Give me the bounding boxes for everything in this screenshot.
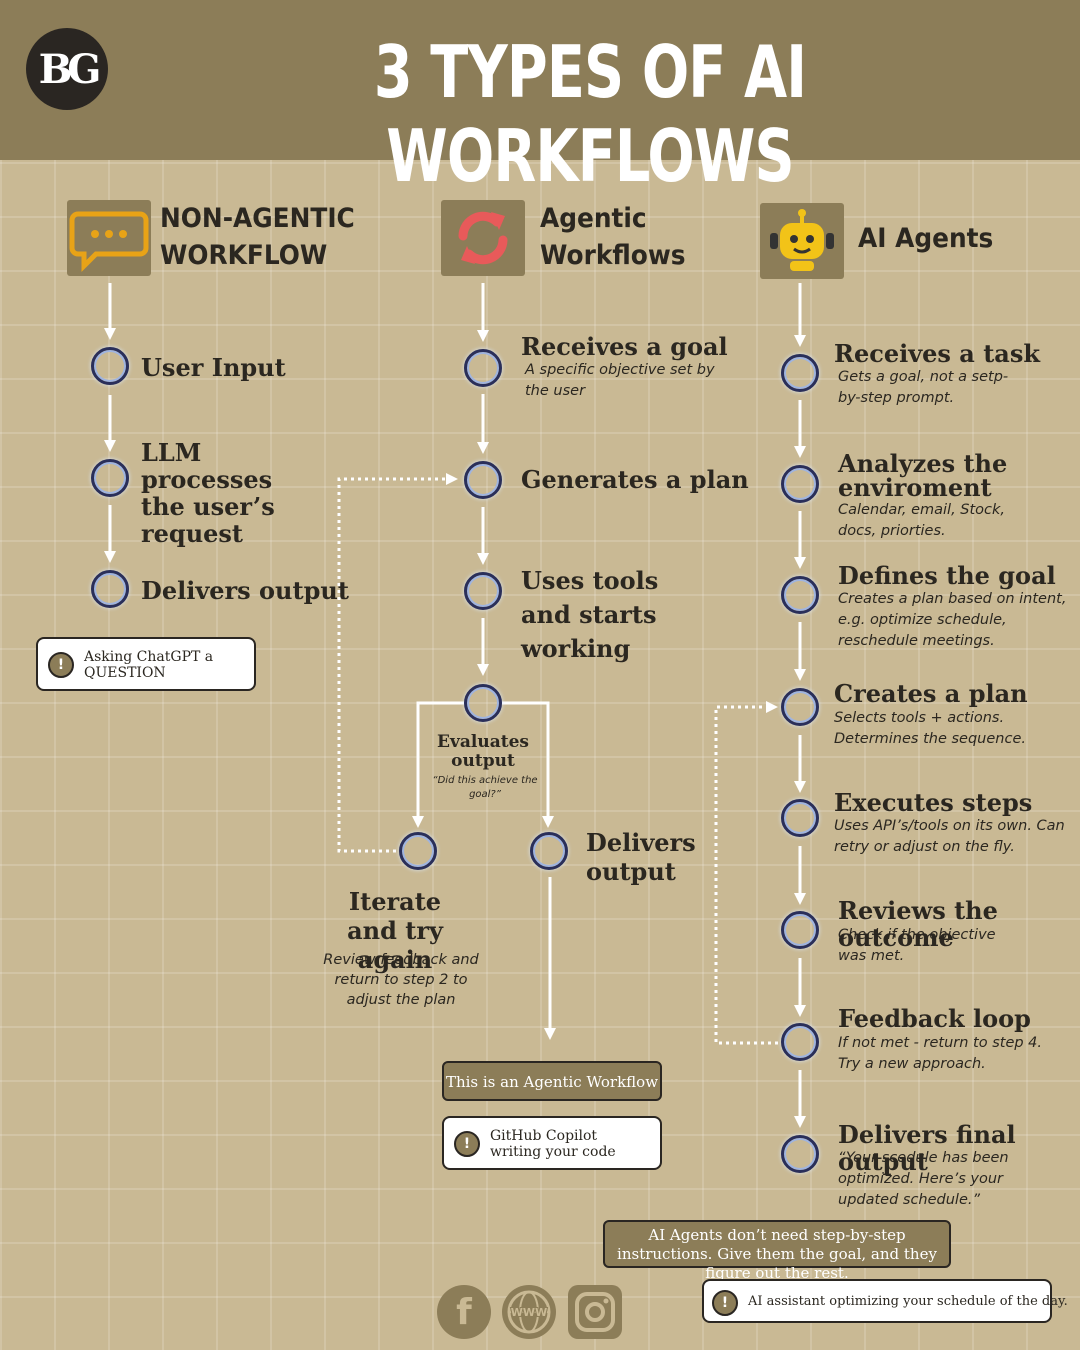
step-node	[464, 461, 502, 499]
heading-line: WORKFLOW	[160, 240, 328, 271]
step-node	[464, 572, 502, 610]
step-node	[781, 354, 819, 392]
column-heading-ai-agents: AI Agents	[858, 223, 994, 254]
example-text: Asking ChatGPT a QUESTION	[84, 649, 214, 681]
refresh-cycle-icon	[441, 200, 525, 276]
step-node	[781, 576, 819, 614]
example-text: AI assistant optimizing your schedule of…	[748, 1294, 1068, 1309]
example-callout: ! Asking ChatGPT a QUESTION	[36, 637, 256, 691]
arrow-connector	[502, 701, 554, 828]
step-subtitle: A specific objective set by the user	[525, 362, 715, 399]
step-node	[781, 1023, 819, 1061]
step-subtitle: Review feedback and return to step 2 to …	[323, 952, 479, 1008]
feedback-loop-dotted	[714, 701, 778, 1045]
step-subtitle: If not met - return to step 4. Try a new…	[838, 1035, 1043, 1072]
step-title: Delivers final output	[838, 1120, 1016, 1176]
step-title: Evaluates output	[437, 732, 529, 771]
step-title: Analyzes the enviroment	[838, 449, 1008, 502]
step-title: Defines the goal	[838, 561, 1056, 590]
example-callout: ! AI assistant optimizing your schedule …	[702, 1279, 1068, 1323]
step-node	[781, 1135, 819, 1173]
instagram-icon[interactable]	[568, 1285, 622, 1339]
step-title: Executes steps	[834, 788, 1033, 817]
step-title: Receives a task	[834, 339, 1040, 368]
step-title: Receives a goal	[521, 332, 728, 361]
step-subtitle: Selects tools + actions. Determines the …	[834, 710, 1026, 747]
exclamation-icon: !	[48, 652, 74, 678]
step-subtitle: “Your scedule has been optimized. Here’s…	[838, 1150, 1009, 1208]
step-subtitle: “Did this achieve the goal?”	[432, 775, 538, 800]
step-title: Delivers output	[586, 828, 696, 886]
step-title: Iterate and try again	[347, 887, 443, 974]
chat-bubble-icon	[67, 200, 151, 276]
ai-agents-banner: AI Agents don’t need step-by-step instru…	[603, 1220, 951, 1282]
step-title: LLM processes the user’s request	[141, 438, 275, 548]
step-title: Delivers output	[141, 576, 349, 605]
heading-line: NON-AGENTIC	[160, 203, 355, 234]
arrow-connector	[412, 701, 464, 828]
example-callout: ! GitHub Copilot writing your code	[442, 1116, 662, 1170]
page-title: 3 TYPES OF AI WORKFLOWS	[373, 30, 807, 198]
step-subtitle: Uses API’s/tools on its own. Can retry o…	[834, 818, 1065, 855]
header-bar	[0, 0, 1080, 160]
step-node	[781, 911, 819, 949]
step-subtitle: Gets a goal, not a setp-by-step prompt.	[838, 369, 1009, 406]
agentic-workflow-banner: This is an Agentic Workflow	[442, 1061, 662, 1101]
heading-line: Workflows	[540, 240, 686, 271]
step-node	[91, 570, 129, 608]
step-subtitle: Calendar, email, Stock, docs, priorties.	[838, 502, 1006, 539]
globe-icon[interactable]: WWW	[502, 1285, 556, 1339]
step-node	[781, 465, 819, 503]
column-heading-agentic: Agentic Workflows	[540, 200, 686, 274]
heading-line: Agentic	[540, 203, 647, 234]
step-subtitle: Creates a plan based on intent, e.g. opt…	[838, 591, 1067, 649]
feedback-loop-dotted	[337, 473, 458, 853]
column-heading-non-agentic: NON-AGENTIC WORKFLOW	[160, 200, 355, 274]
globe-text: WWW	[511, 1306, 547, 1319]
step-node	[91, 459, 129, 497]
step-node	[781, 688, 819, 726]
step-title: Generates a plan	[521, 465, 749, 494]
step-subtitle: Check if the objective was met.	[838, 927, 996, 964]
step-node	[530, 832, 568, 870]
step-node	[91, 347, 129, 385]
step-node	[399, 832, 437, 870]
step-node	[464, 349, 502, 387]
step-title: Feedback loop	[838, 1004, 1031, 1033]
step-node	[464, 684, 502, 722]
example-text: GitHub Copilot writing your code	[490, 1128, 616, 1160]
step-title: User Input	[141, 353, 286, 382]
brand-logo[interactable]: BG	[26, 28, 108, 110]
step-title: Uses tools and starts working	[521, 566, 659, 663]
step-node	[781, 799, 819, 837]
exclamation-icon: !	[712, 1290, 738, 1316]
step-title: Reviews the outcome	[838, 896, 998, 952]
step-title: Creates a plan	[834, 679, 1028, 708]
facebook-icon[interactable]: f	[437, 1285, 491, 1339]
exclamation-icon: !	[454, 1131, 480, 1157]
robot-icon	[760, 203, 844, 279]
